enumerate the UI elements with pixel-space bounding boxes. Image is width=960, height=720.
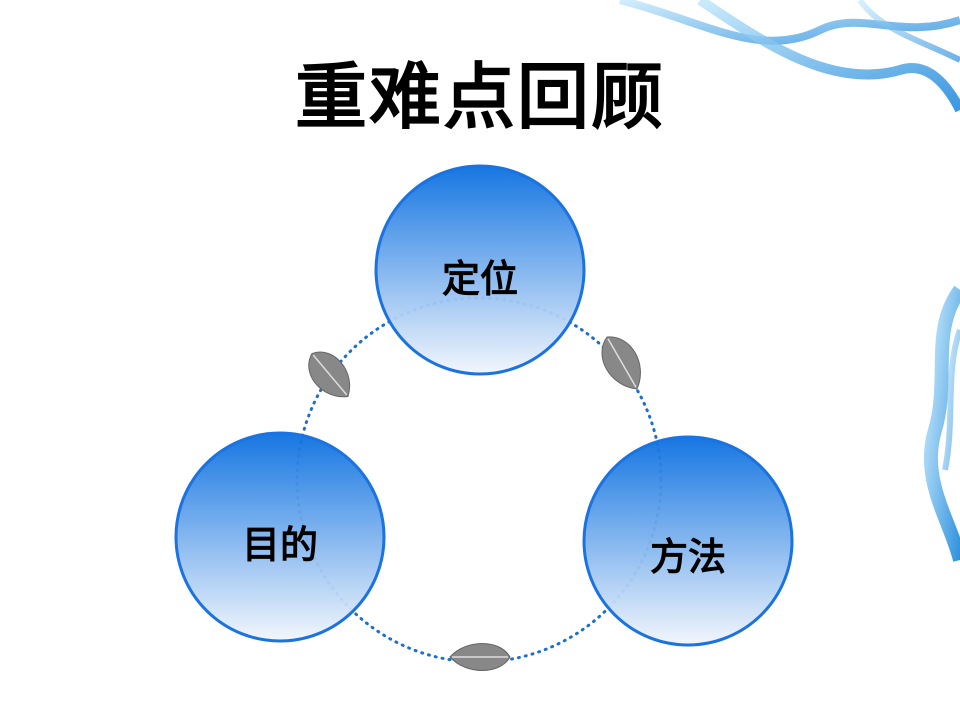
node-label-method: 方法 (649, 535, 726, 579)
node-circle-positioning (374, 164, 586, 376)
node-circle-purpose (174, 431, 386, 643)
node-circle-method (582, 435, 794, 647)
leaf-icon (449, 643, 511, 671)
slide-title: 重难点回顾 (294, 55, 665, 139)
node-label-purpose: 目的 (241, 523, 318, 567)
leaf-icon (308, 351, 350, 398)
smoke-decoration (619, 0, 960, 562)
leaf-icon (601, 336, 641, 390)
node-label-positioning: 定位 (441, 257, 518, 301)
